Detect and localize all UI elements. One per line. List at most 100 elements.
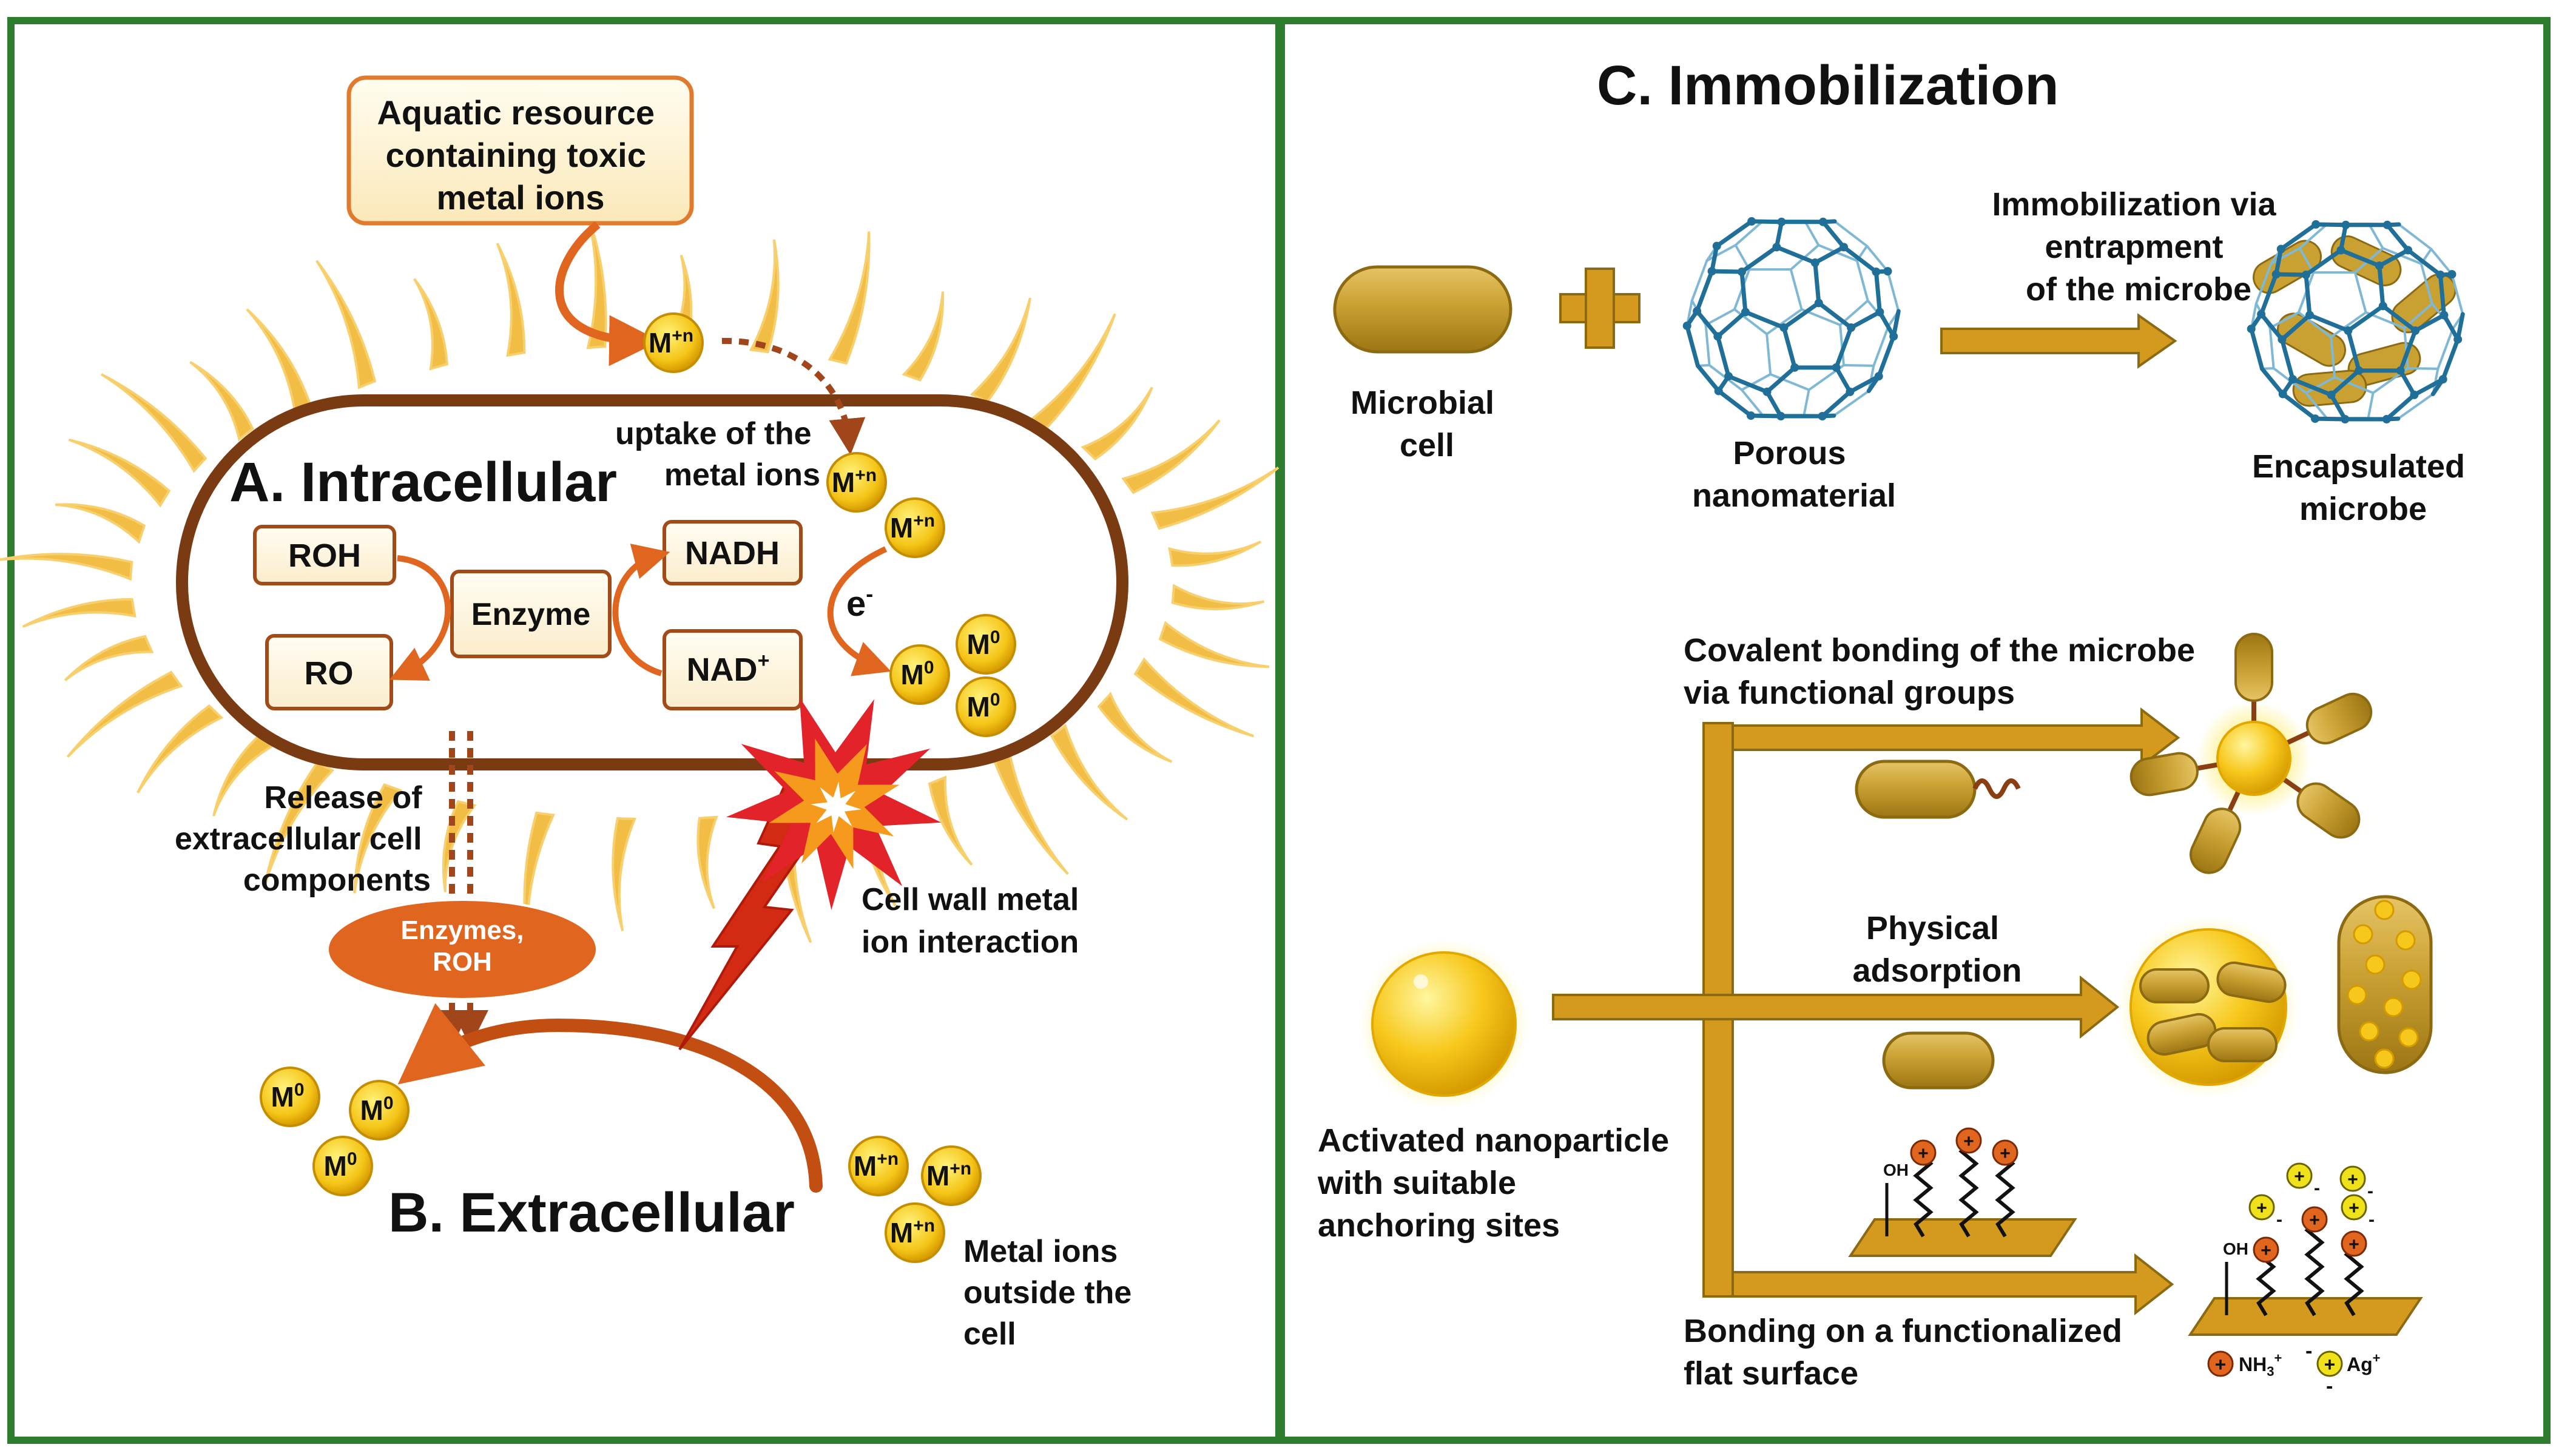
svg-text:M+n: M+n xyxy=(926,1159,971,1191)
roh-box: ROH xyxy=(253,525,396,585)
entrapment-label: Immobilization via entrapment of the mic… xyxy=(1992,186,2285,308)
nad-nadh-arrow xyxy=(612,544,670,676)
svg-text:M0: M0 xyxy=(900,658,934,690)
pilus xyxy=(64,635,154,681)
pilus xyxy=(969,297,1031,404)
source-label: Aquatic resource containing toxic metal … xyxy=(377,93,664,217)
physical-label: Physical adsorption xyxy=(1853,910,2022,989)
nh3-legend: + NH3+ xyxy=(2207,1350,2282,1379)
svg-text:NADH: NADH xyxy=(685,535,780,571)
svg-text:-: - xyxy=(2369,1210,2375,1230)
microbe-with-nanoparticles xyxy=(2337,895,2433,1074)
svg-text:NAD+: NAD+ xyxy=(687,649,770,688)
svg-text:+: + xyxy=(2261,1241,2271,1261)
source-arrow xyxy=(555,221,660,366)
cell-pili xyxy=(0,214,1280,947)
svg-text:+: + xyxy=(1918,1144,1929,1164)
metal-ion-charged: M+n xyxy=(921,1145,982,1206)
svg-text:Enzymes,: Enzymes, xyxy=(401,915,524,945)
svg-text:+: + xyxy=(2349,1198,2359,1218)
microbial-cell-label: Microbial cell xyxy=(1350,385,1503,463)
pilus xyxy=(137,704,224,794)
enzyme-box: Enzyme xyxy=(450,570,612,658)
svg-text:+: + xyxy=(2347,1170,2358,1190)
entrapment-arrow xyxy=(1940,313,2177,369)
svg-text:M0: M0 xyxy=(966,627,1000,660)
pilus xyxy=(1133,657,1255,738)
pilus xyxy=(212,735,275,817)
adsorbed-nanoparticle xyxy=(2117,916,2299,1098)
pilus xyxy=(1097,692,1173,763)
pilus xyxy=(246,308,311,413)
svg-text:+: + xyxy=(1963,1131,1974,1151)
metal-ion-reduced: M0 xyxy=(956,614,1016,675)
pilus xyxy=(1050,723,1128,821)
svg-text:M+n: M+n xyxy=(890,511,935,544)
pilus xyxy=(66,670,183,758)
encapsulated-microbe-icon xyxy=(2247,220,2465,424)
svg-text:+: + xyxy=(2294,1167,2305,1187)
metal-ion-charged: M+n xyxy=(885,1202,945,1263)
svg-text:-: - xyxy=(2367,1181,2373,1201)
covalent-label: Covalent bonding of the microbe via func… xyxy=(1684,632,2204,711)
pilus xyxy=(612,817,636,931)
svg-text:OH: OH xyxy=(2223,1239,2248,1258)
flat-surface-label: Bonding on a functionalized flat surface xyxy=(1684,1313,2131,1392)
metal-ion-charged: M+n xyxy=(848,1136,909,1196)
pilus xyxy=(1081,386,1153,461)
microbial-cell-rod xyxy=(1333,265,1512,354)
pilus xyxy=(1150,467,1280,530)
pilus xyxy=(1121,419,1221,494)
svg-text:-: - xyxy=(2326,1375,2333,1398)
svg-text:M0: M0 xyxy=(271,1080,304,1113)
svg-text:M+n: M+n xyxy=(832,465,877,498)
pilus xyxy=(828,231,871,365)
pilus xyxy=(749,239,780,354)
encapsulated-label: Encapsulated microbe xyxy=(2252,448,2474,527)
svg-text:+: + xyxy=(2349,1235,2359,1255)
electron-label: e- xyxy=(846,581,873,624)
svg-text:-: - xyxy=(2305,1340,2312,1363)
adsorption-microbe xyxy=(1882,1031,1995,1090)
nad-box: NAD+ xyxy=(663,629,803,710)
uptake-label: uptake of the metal ions xyxy=(615,416,820,493)
svg-text:-: - xyxy=(2314,1178,2320,1198)
pilus xyxy=(189,361,254,442)
nadh-box: NADH xyxy=(663,520,803,585)
svg-text:Ag+: Ag+ xyxy=(2347,1350,2381,1375)
svg-text:M0: M0 xyxy=(323,1149,357,1182)
svg-text:+: + xyxy=(2000,1144,2011,1164)
uptake-arrow xyxy=(721,337,866,455)
svg-text:-: - xyxy=(2276,1210,2282,1230)
metal-ion-reduced: M0 xyxy=(956,676,1016,737)
svg-text:Enzyme: Enzyme xyxy=(471,597,591,632)
metal-ion-reduced: M0 xyxy=(312,1136,373,1196)
cell-wall-label: Cell wall metal ion interaction xyxy=(862,882,1088,960)
svg-text:RO: RO xyxy=(305,655,354,692)
metal-ion-reduced: M0 xyxy=(889,644,950,705)
functionalized-surface-1: OH + + + xyxy=(1848,1127,2077,1257)
activated-nanoparticle-icon xyxy=(1359,939,1529,1109)
pilus xyxy=(928,775,973,866)
source-box xyxy=(346,75,694,226)
svg-text:M0: M0 xyxy=(360,1093,393,1126)
metal-ion-reduced: M0 xyxy=(260,1067,320,1127)
pilus xyxy=(68,438,171,508)
pilus xyxy=(696,815,718,909)
activated-label: Activated nanoparticle with suitable anc… xyxy=(1317,1122,1678,1244)
svg-text:OH: OH xyxy=(1883,1161,1909,1179)
metal-ion-reduced: M0 xyxy=(349,1080,410,1141)
enzymes-roh-ellipse: Enzymes, ROH xyxy=(326,898,598,1000)
pilus xyxy=(315,260,377,389)
roh-ro-arrow xyxy=(389,555,451,681)
svg-text:M+n: M+n xyxy=(854,1149,899,1182)
release-label: Release of extracellular cell components xyxy=(175,780,431,898)
pilus xyxy=(413,278,448,371)
svg-text:M0: M0 xyxy=(966,690,1000,723)
metal-ion-charged: M+n xyxy=(826,452,887,513)
pilus xyxy=(55,503,146,544)
pilus xyxy=(442,800,477,892)
pilus xyxy=(993,752,1069,875)
extracellular-arc xyxy=(397,1003,823,1193)
